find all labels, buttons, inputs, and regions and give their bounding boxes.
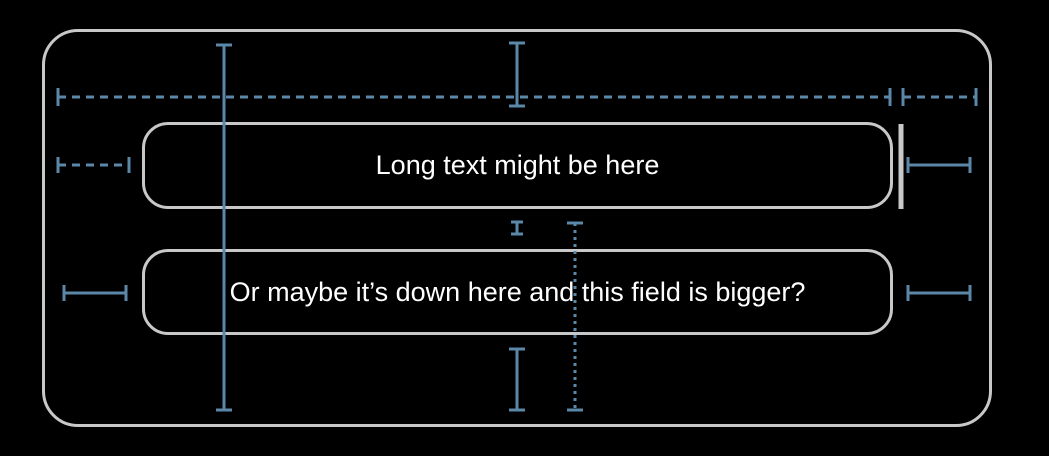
text-field-top-label: Long text might be here (375, 150, 660, 180)
text-field-top[interactable]: Long text might be here (142, 122, 893, 209)
text-field-bottom[interactable]: Or maybe it’s down here and this field i… (142, 249, 893, 335)
text-field-bottom-label: Or maybe it’s down here and this field i… (229, 276, 806, 307)
outer-container (42, 29, 992, 427)
